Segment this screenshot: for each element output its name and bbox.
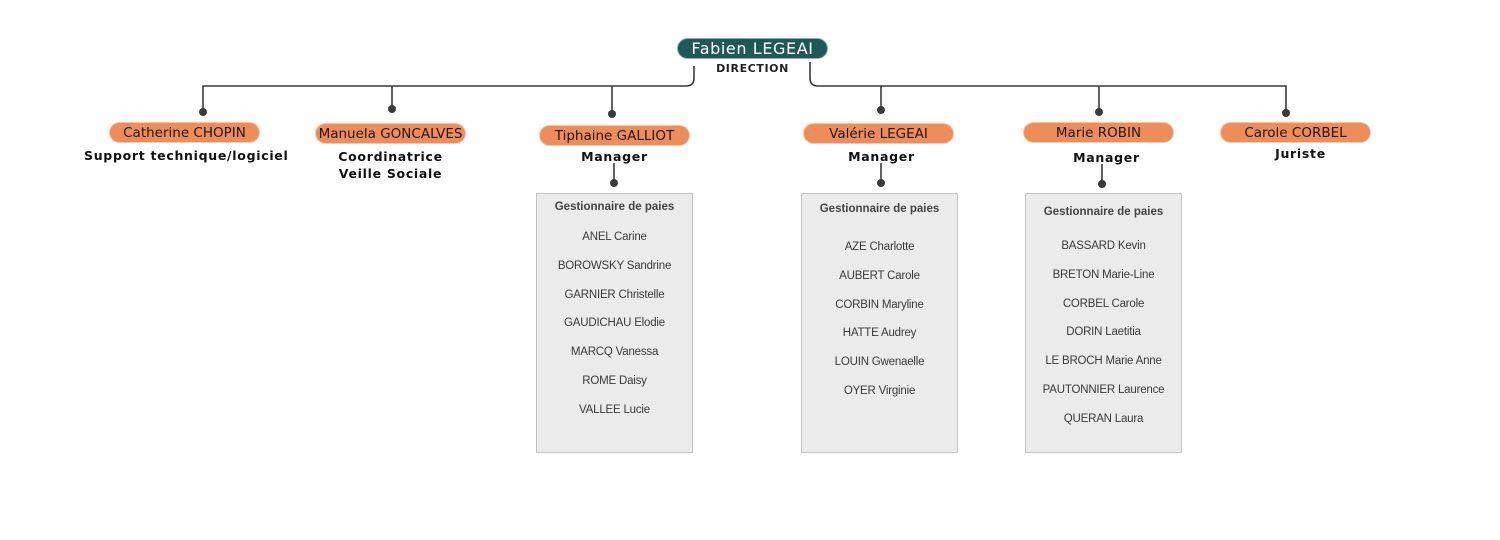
node-dot xyxy=(610,179,618,187)
root-role: DIRECTION xyxy=(716,62,789,75)
member-role-galliot: Manager xyxy=(581,149,648,164)
team-member: BRETON Marie-Line xyxy=(1052,268,1155,281)
team-member: DORIN Laetitia xyxy=(1066,326,1141,339)
team-member: CORBEL Carole xyxy=(1062,297,1145,310)
member-role-goncalves: Coordinatrice Veille Sociale xyxy=(338,149,443,181)
team-member: QUERAN Laura xyxy=(1063,412,1144,425)
member-node-corbel[interactable]: Carole CORBEL xyxy=(1220,122,1371,143)
team-member: AZE Charlotte xyxy=(844,241,915,253)
member-role-robin: Manager xyxy=(1073,150,1140,165)
team-member: AUBERT Carole xyxy=(839,269,920,282)
team-title: Gestionnaire de paies xyxy=(819,203,940,215)
root-node[interactable]: Fabien LEGEAI xyxy=(677,38,828,59)
member-node-galliot[interactable]: Tiphaine GALLIOT xyxy=(539,125,690,146)
team-member: HATTE Audrey xyxy=(842,327,917,340)
team-member: MARCQ Vanessa xyxy=(570,346,659,359)
team-member: ANEL Carine xyxy=(582,231,647,243)
team-box-robin: Gestionnaire de paies BASSARD Kevin BRET… xyxy=(1025,193,1182,453)
connector-right-branch xyxy=(809,62,1287,112)
node-dot xyxy=(388,105,396,113)
team-member: OYER Virginie xyxy=(843,384,916,397)
team-box-vlegeai: Gestionnaire de paies AZE Charlotte AUBE… xyxy=(801,193,958,453)
team-member: GARNIER Christelle xyxy=(564,288,665,301)
connector-left-branch xyxy=(202,66,695,112)
node-dot xyxy=(608,110,616,118)
team-member: VALLEE Lucie xyxy=(579,403,650,416)
team-box-galliot: Gestionnaire de paies ANEL Carine BOROWS… xyxy=(536,193,693,453)
member-role-corbel: Juriste xyxy=(1275,146,1326,161)
member-node-chopin[interactable]: Catherine CHOPIN xyxy=(109,122,260,143)
member-role-chopin: Support technique/logiciel xyxy=(84,148,289,163)
team-member: LOUIN Gwenaelle xyxy=(834,356,925,369)
member-role-vlegeai: Manager xyxy=(848,149,915,164)
team-title: Gestionnaire de paies xyxy=(554,201,675,213)
node-dot xyxy=(199,108,207,116)
node-dot xyxy=(1098,180,1106,188)
member-node-vlegeai[interactable]: Valérie LEGEAI xyxy=(803,123,954,144)
member-node-robin[interactable]: Marie ROBIN xyxy=(1023,122,1174,143)
node-dot xyxy=(877,106,885,114)
team-member: GAUDICHAU Elodie xyxy=(564,317,665,330)
member-node-goncalves[interactable]: Manuela GONCALVES xyxy=(315,123,466,144)
team-member: CORBIN Maryline xyxy=(835,298,924,311)
node-dot xyxy=(877,179,885,187)
team-member: ROME Daisy xyxy=(582,374,647,387)
team-member: BOROWSKY Sandrine xyxy=(557,259,672,272)
team-member: PAUTONNIER Laurence xyxy=(1042,383,1165,396)
node-dot xyxy=(1095,108,1103,116)
team-title: Gestionnaire de paies xyxy=(1043,206,1164,218)
node-dot xyxy=(1282,109,1290,117)
team-member: LE BROCH Marie Anne xyxy=(1045,355,1162,368)
team-member: BASSARD Kevin xyxy=(1061,240,1146,252)
